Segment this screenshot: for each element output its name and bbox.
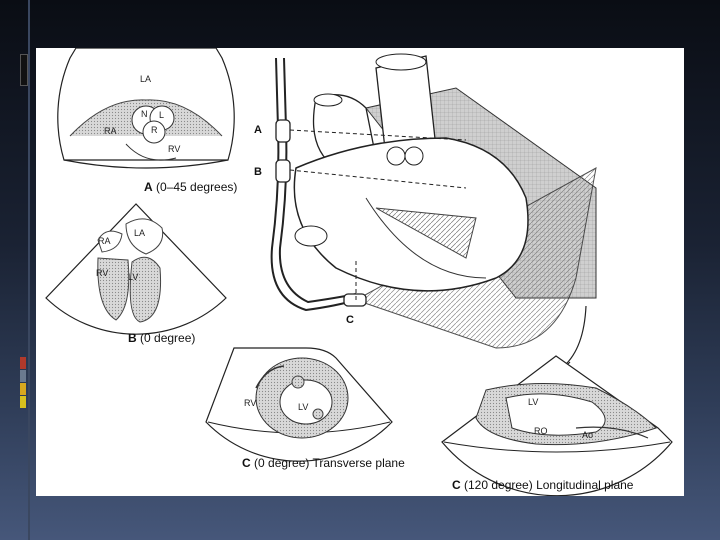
slide-accent-red xyxy=(20,357,26,369)
caption-b: B (0 degree) xyxy=(128,331,195,345)
panel-c2-sector xyxy=(442,356,672,496)
panel-a-r-label: R xyxy=(151,125,158,135)
slide-accent-block xyxy=(20,54,28,86)
panel-c2-lv-label: LV xyxy=(528,397,538,407)
panel-b-lv-label: LV xyxy=(128,272,138,282)
panel-a-ra-label: RA xyxy=(104,126,117,136)
caption-c2: C (120 degree) Longitudinal plane xyxy=(452,478,633,492)
panel-b-ra-label: RA xyxy=(98,236,111,246)
panel-c2-ao-label: Ao xyxy=(582,430,593,440)
panel-c2-ro-label: RO xyxy=(534,426,548,436)
probe-a-label: A xyxy=(254,124,262,136)
panel-c1-lv-label: LV xyxy=(298,402,308,412)
panel-a-l-label: L xyxy=(159,110,164,120)
echo-figure: LA N L R RA RV A (0–45 degrees) LA RA RV… xyxy=(36,48,684,496)
heart-illustration xyxy=(272,54,596,368)
panel-b-rv-label: RV xyxy=(96,268,108,278)
panel-c1-rv-label: RV xyxy=(244,398,256,408)
caption-a: A (0–45 degrees) xyxy=(144,180,237,194)
probe-b-label: B xyxy=(254,166,262,178)
panel-b-la-label: LA xyxy=(134,228,145,238)
caption-c1: C (0 degree) Transverse plane xyxy=(242,456,405,470)
slide-accent-yellow xyxy=(20,396,26,408)
slide-accent-orange xyxy=(20,383,26,395)
panel-a-n-label: N xyxy=(141,109,148,119)
slide-left-rule xyxy=(28,0,30,540)
panel-a-sector xyxy=(58,48,234,168)
panel-b-sector xyxy=(46,204,226,334)
panel-a-rv-label: RV xyxy=(168,144,180,154)
probe-c-label: C xyxy=(346,314,354,326)
slide-accent-gray xyxy=(20,370,26,382)
panel-a-la-label: LA xyxy=(140,74,151,84)
